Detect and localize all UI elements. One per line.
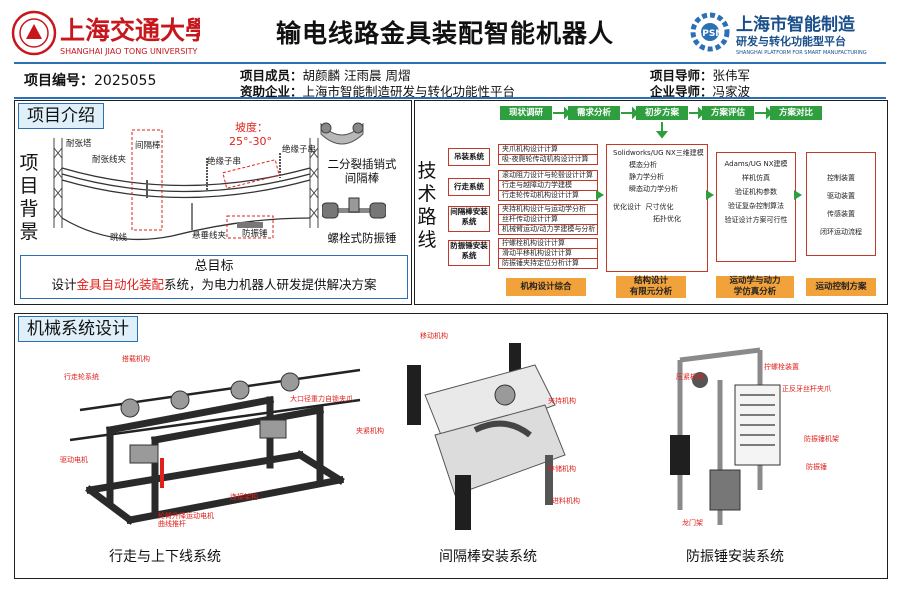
- bottom-control: 运动控制方案: [806, 278, 876, 296]
- label-jumper: 跳线: [110, 232, 128, 243]
- callout-damper-frame: 防振锤机架: [804, 435, 839, 443]
- step-compare: 方案对比: [770, 106, 822, 120]
- damper-part-label: 螺栓式防振锤: [327, 231, 397, 245]
- tension-tower-right-icon: [309, 138, 319, 228]
- step-survey: 现状调研: [500, 106, 552, 120]
- label-clamp: 耐张线夹: [92, 154, 127, 165]
- sponsor: 资助企业：上海市智能制造研发与转化功能性平台: [240, 84, 516, 99]
- mech-section-title: 机械系统设计: [18, 316, 138, 342]
- bottom-fea: 结构设计 有限元分析: [616, 276, 686, 298]
- label-slope: 坡度：: [235, 120, 268, 134]
- tension-tower-left-icon: [53, 138, 63, 228]
- callout-damper: 防振锤: [806, 463, 827, 471]
- callout-storage: 存储机构: [548, 465, 576, 473]
- callout-gripper: 大口径重力自锁夹爪: [290, 395, 353, 403]
- platform-logo: SPSM 上海市智能制造 研发与转化功能型平台 SHANGHAI PLATFOR…: [688, 8, 893, 58]
- callout-carry: 搭载机构: [122, 355, 150, 363]
- callout-press: 压紧机构: [676, 373, 704, 381]
- callout-bolt: 拧螺栓装置: [764, 363, 799, 371]
- platform-logo-en: SHANGHAI PLATFORM FOR SMART MANUFACTURIN…: [736, 50, 867, 56]
- label-insulator-2: 绝缘子串: [282, 144, 316, 155]
- control-column: 控制装置 驱动装置 传感装置 闭环运动流程: [806, 152, 876, 256]
- module-spacer: 间隔棒安装系统: [448, 206, 490, 232]
- callout-motor: 驱动电机: [60, 456, 88, 464]
- spacer-part-icon: [320, 122, 364, 145]
- damper-part-icon: [322, 197, 386, 219]
- spacer-part-label: 二分裂插销式间隔棒: [327, 157, 397, 185]
- poster-title: 输电线路金具装配智能机器人: [275, 19, 614, 48]
- flow-arrows: [553, 106, 773, 139]
- damper-system-render: [670, 347, 781, 525]
- platform-gear-icon: SPSM 上海市智能制造 研发与转化功能型平台 SHANGHAI PLATFOR…: [690, 12, 867, 56]
- label-slope-value: 25°-30°: [229, 135, 272, 148]
- module-arrows: [596, 190, 802, 200]
- advisor: 项目导师：张伟军: [650, 68, 751, 83]
- step-preliminary: 初步方案: [636, 106, 688, 120]
- label-damper: 防振锤: [242, 228, 268, 239]
- callout-frame: 连接架构: [230, 493, 258, 501]
- enterprise-advisor: 企业导师：冯家波: [650, 84, 751, 99]
- step-requirements: 需求分析: [568, 106, 620, 120]
- module-walk: 行走系统: [448, 178, 490, 196]
- callout-move: 移动机构: [420, 332, 448, 340]
- sjtu-logo-cn: 上海交通大學: [60, 16, 200, 45]
- goal-box: 总目标 设计金具自动化装配系统，为电力机器人研发提供解决方案: [20, 255, 408, 299]
- label-insulator-1: 绝缘子串: [207, 156, 241, 167]
- callout-gantry: 龙门架: [682, 519, 703, 527]
- line-fittings-diagram: 耐张塔 耐张线夹 间隔棒 绝缘子串 绝缘子串 悬垂线夹 防振锤 跳线 坡度： 2…: [53, 120, 319, 243]
- bottom-simulation: 运动学与动力 学仿真分析: [716, 276, 794, 298]
- step-evaluation: 方案评估: [702, 106, 754, 120]
- svg-text:SPSM: SPSM: [696, 29, 725, 39]
- caption-spacer: 间隔棒安装系统: [439, 549, 537, 565]
- callout-walk-wheel: 行走轮系统: [64, 373, 99, 381]
- platform-logo-cn: 上海市智能制造: [736, 14, 856, 35]
- simulation-column: Adams/UG NX建模 样机仿真 验证机构参数 验证复杂控制算法 验证设计方…: [716, 152, 796, 262]
- project-number: 项目编号：2025055: [24, 73, 157, 89]
- callout-lift: 轮臂升降运动电机 曲线推杆: [158, 512, 214, 528]
- callout-screw-gripper: 正反牙丝杆夹爪: [782, 385, 831, 393]
- module-hoist: 吊装系统: [448, 148, 490, 166]
- label-spacer: 间隔棒: [135, 140, 161, 151]
- sjtu-emblem-icon: 上海交通大學 SHANGHAI JIAO TONG UNIVERSITY: [11, 10, 210, 56]
- intro-section-title: 项目介绍: [18, 103, 104, 129]
- goal-title: 总目标: [194, 259, 234, 274]
- spacer-system-render: [407, 343, 566, 530]
- module-walk-items: 滚动阻力设计与轮毂设计计算 行走与越障动力学建模 行走轮传动机构设计计算: [498, 170, 598, 201]
- callout-feed: 进料机构: [552, 497, 580, 505]
- header-divider: [14, 62, 886, 64]
- label-tower: 耐张塔: [66, 138, 92, 149]
- module-damper: 防振锤安装系统: [448, 240, 490, 266]
- callout-hold: 夹持机构: [548, 397, 576, 405]
- caption-walking: 行走与上下线系统: [109, 549, 221, 565]
- goal-text: 设计金具自动化装配系统，为电力机器人研发提供解决方案: [51, 277, 377, 292]
- project-members: 项目成员：胡颜麟 汪雨晨 周熠: [240, 68, 411, 83]
- bottom-mechanism: 机构设计综合: [506, 278, 586, 296]
- sjtu-logo-en: SHANGHAI JIAO TONG UNIVERSITY: [60, 47, 198, 56]
- background-label: 项目背景: [19, 152, 39, 243]
- fea-column: Solidworks/UG NX三维建模 模态分析 静力学分析 瞬态动力学分析 …: [606, 144, 708, 272]
- module-spacer-items: 夹持机构设计与运动学分析 丝杆传动设计计算 机械臂运动/动力学建模与分析: [498, 204, 598, 235]
- label-suspension: 悬垂线夹: [192, 230, 227, 241]
- module-damper-items: 拧螺栓机构设计计算 滑动平移机构设计计算 防振锤夹持定位分析计算: [498, 238, 598, 269]
- walking-system-render: [69, 368, 361, 525]
- platform-logo-cn2: 研发与转化功能型平台: [736, 34, 846, 48]
- module-hoist-items: 夹爪机构设计计算 吸-夜爬轮传动机构设计计算: [498, 144, 598, 165]
- sjtu-logo: 上海交通大學 SHANGHAI JIAO TONG UNIVERSITY: [10, 8, 210, 58]
- caption-damper: 防振锤安装系统: [686, 549, 784, 565]
- info-divider: [14, 97, 886, 99]
- callout-clamp: 夹紧机构: [356, 427, 384, 435]
- roadmap-label: 技术路线: [417, 160, 437, 251]
- roadmap-flow: 现状调研 需求分析 初步方案 方案评估 方案对比 吊装系统 夹爪机构设计计算 吸…: [444, 104, 882, 300]
